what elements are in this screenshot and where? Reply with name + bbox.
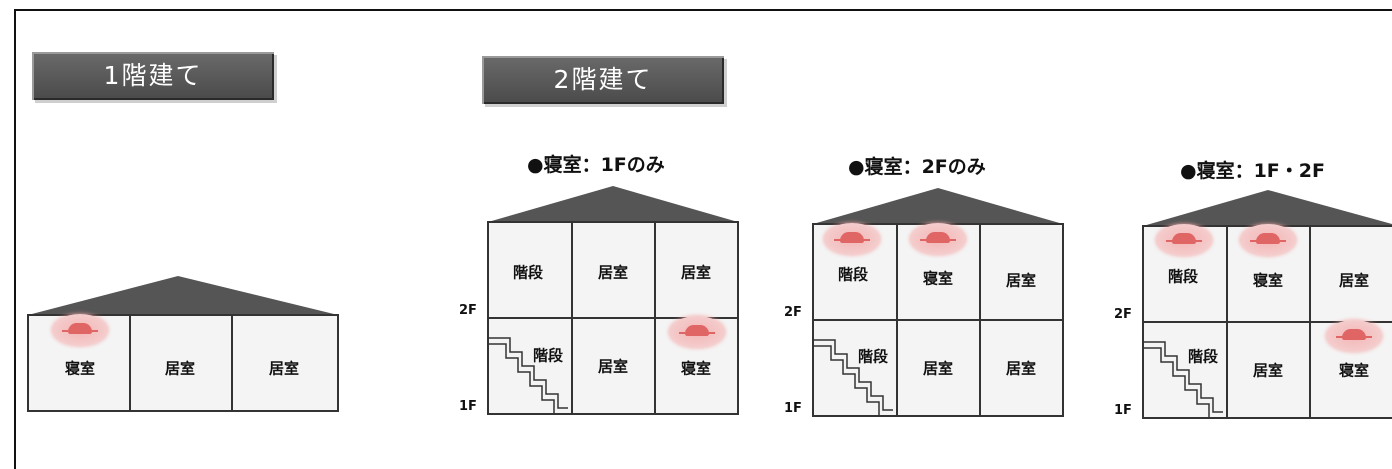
frame-border [14, 9, 1392, 469]
stairs-icon [813, 339, 893, 411]
floor-label-2f: 2F [1114, 307, 1132, 322]
room-label: 寝室 [680, 359, 712, 378]
room-label: 居室 [1005, 359, 1037, 378]
room-label: 居室 [597, 357, 629, 376]
smoke-alarm-icon [1156, 224, 1212, 256]
room-label: 居室 [268, 359, 300, 378]
room-label: 寝室 [64, 359, 96, 378]
case-heading-2f-only: ●寝室：2Fのみ [848, 156, 986, 178]
room-label: 居室 [1252, 361, 1284, 380]
room-label: 居室 [597, 263, 629, 282]
room-label: 階段 [837, 265, 869, 284]
room-label: 寝室 [1338, 361, 1370, 380]
floor-label-1f: 1F [1114, 403, 1132, 418]
room-label: 階段 [512, 263, 544, 282]
two-story-title: 2階建て [482, 56, 724, 104]
case-heading-1f-2f: ●寝室：1F・2F [1180, 160, 1325, 182]
room-label: 居室 [1005, 271, 1037, 290]
room-label: 階段 [1187, 347, 1219, 366]
one-story-title: 1階建て [32, 52, 274, 100]
room-label: 居室 [164, 359, 196, 378]
stairs-icon [1143, 341, 1223, 413]
room-label: 階段 [532, 346, 564, 365]
room-label: 階段 [1167, 267, 1199, 286]
smoke-alarm-icon [52, 314, 108, 346]
floor-label-2f: 2F [459, 303, 477, 318]
floor-label-2f: 2F [784, 305, 802, 320]
smoke-alarm-icon [1326, 320, 1382, 352]
smoke-alarm-icon [824, 223, 880, 255]
floor-label-1f: 1F [459, 399, 477, 414]
room-label: 階段 [857, 347, 889, 366]
room-label: 居室 [922, 359, 954, 378]
smoke-alarm-icon [910, 223, 966, 255]
room-label: 寝室 [1252, 271, 1284, 290]
smoke-alarm-icon [669, 316, 725, 348]
room-label: 居室 [1338, 271, 1370, 290]
smoke-alarm-icon [1240, 224, 1296, 256]
floor-label-1f: 1F [784, 401, 802, 416]
room-label: 寝室 [922, 269, 954, 288]
case-heading-1f-only: ●寝室：1Fのみ [527, 154, 665, 176]
stairs-icon [488, 337, 568, 409]
room-label: 居室 [680, 263, 712, 282]
